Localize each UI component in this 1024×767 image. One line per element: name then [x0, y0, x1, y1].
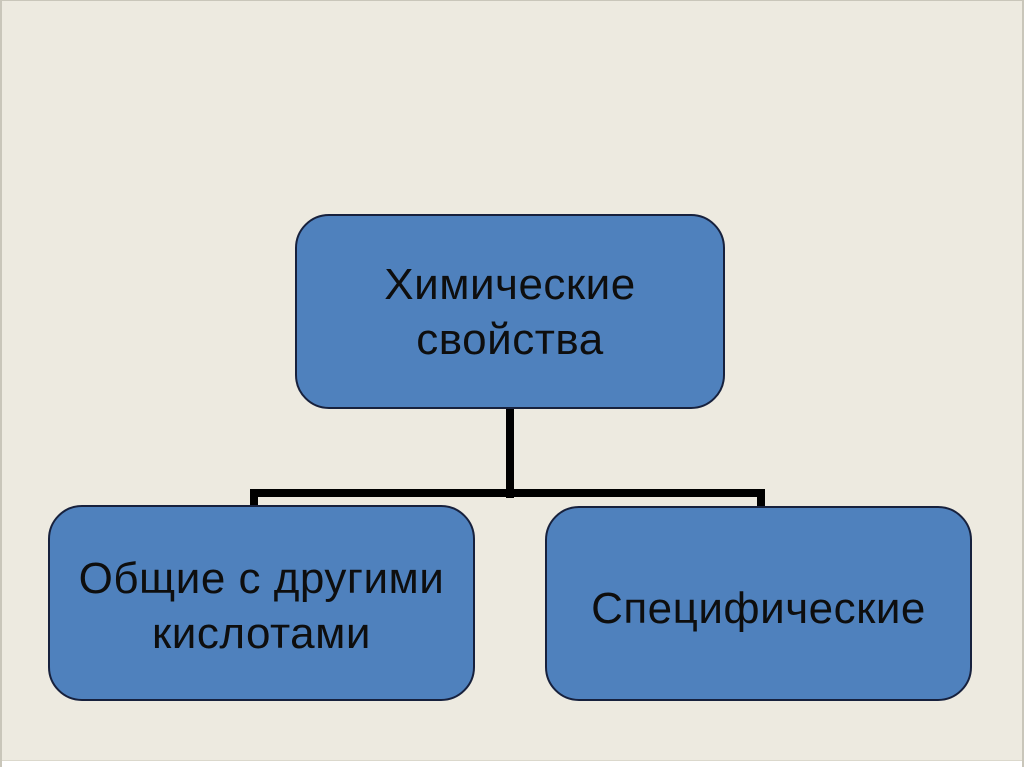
node-label-line: Специфические	[591, 584, 926, 633]
node-label-line: свойства	[416, 314, 604, 364]
connector-stem-line	[506, 409, 514, 498]
connector-left-stub-line	[250, 489, 258, 507]
node-label-line: кислотами	[152, 609, 371, 658]
node-common-with-other-acids[interactable]: Общие с другими кислотами	[48, 505, 475, 701]
node-chemical-properties[interactable]: Химические свойства	[295, 214, 725, 409]
node-label-line: Химические	[384, 259, 636, 309]
connector-crossbar-line	[250, 489, 765, 497]
node-specific[interactable]: Специфические	[545, 506, 972, 701]
bottom-edge-strip	[2, 760, 1022, 767]
connector-right-stub-line	[757, 489, 765, 507]
node-label-line: Общие с другими	[78, 554, 445, 603]
